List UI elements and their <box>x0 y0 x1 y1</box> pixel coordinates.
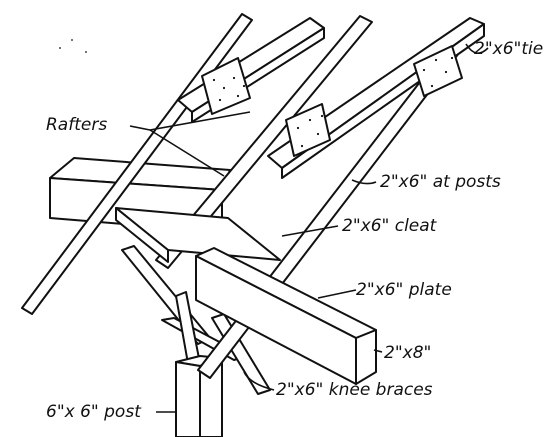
front-plate <box>195 247 377 385</box>
leader-lines <box>129 43 489 413</box>
label-cleat: 2"x6" cleat <box>342 216 437 236</box>
post <box>175 355 223 437</box>
label-tie: 2"x6"tie <box>474 39 544 59</box>
rafter-middle <box>155 15 373 269</box>
label-two-by-eight: 2"x8" <box>384 343 432 363</box>
gusset-plates <box>201 45 463 157</box>
label-knee-braces: 2"x6" knee braces <box>276 380 433 400</box>
label-post: 6"x 6" post <box>46 402 141 422</box>
cleat <box>115 207 281 263</box>
label-plate: 2"x6" plate <box>356 280 452 300</box>
label-rafters: Rafters <box>46 115 108 135</box>
gusset-stipple <box>59 39 454 148</box>
label-at-posts: 2"x6" at posts <box>380 172 501 192</box>
